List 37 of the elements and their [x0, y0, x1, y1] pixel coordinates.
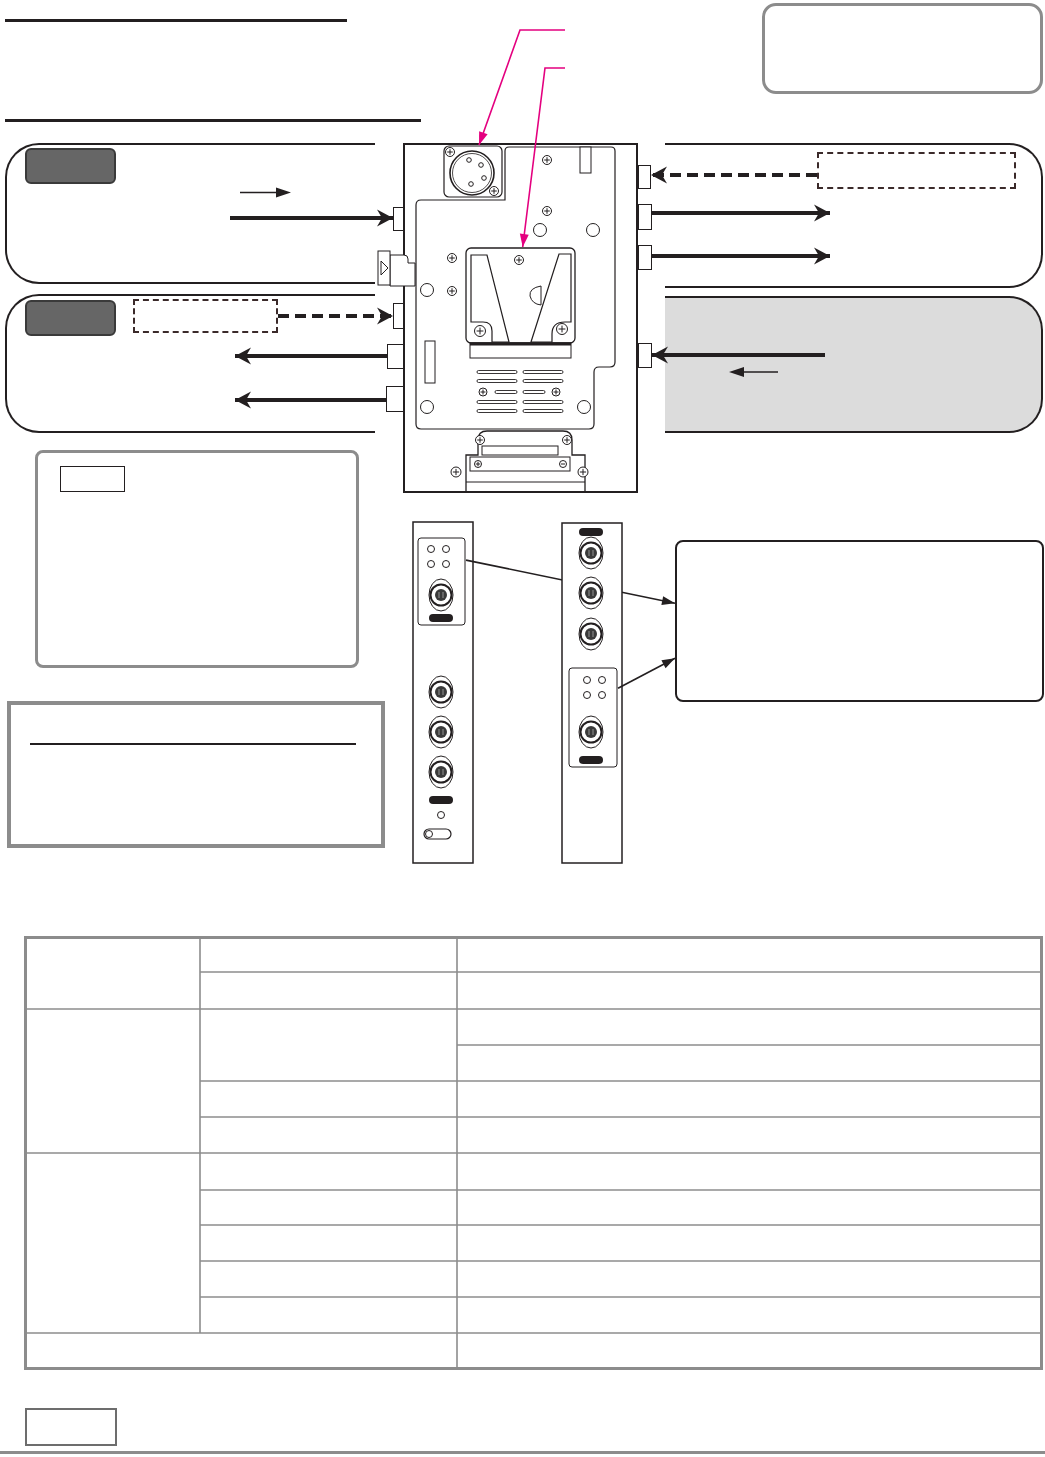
arrow	[617, 657, 676, 689]
arrow	[230, 209, 393, 227]
rounded-frame	[762, 3, 1043, 94]
port-jack	[638, 245, 652, 270]
note-tag	[60, 466, 125, 492]
heading-tag	[25, 148, 116, 184]
info-panel	[7, 701, 385, 848]
arrow	[235, 347, 387, 365]
battery-mount-plate	[465, 247, 576, 359]
port-jack	[638, 165, 651, 189]
note-panel	[35, 450, 359, 668]
heading-tag	[25, 300, 116, 336]
callout-band	[5, 143, 375, 284]
callout-band	[665, 296, 1043, 433]
port-jack	[393, 207, 404, 231]
connector-group	[417, 537, 466, 626]
dashed-frame	[817, 152, 1016, 189]
xlr-connector	[443, 145, 503, 198]
port-jack	[638, 343, 652, 368]
dashed-arrow	[651, 166, 817, 184]
dashed-arrow	[278, 307, 393, 325]
rounded-frame	[675, 540, 1044, 702]
arrow	[652, 247, 830, 265]
leader-line	[478, 29, 566, 146]
connector-group	[568, 667, 618, 768]
dashed-frame	[133, 299, 278, 333]
port-jack	[393, 303, 404, 329]
arrow	[652, 346, 825, 364]
leader-line	[519, 67, 566, 248]
callout-band	[665, 143, 1043, 288]
port-jack	[386, 386, 404, 412]
arrow	[652, 204, 830, 222]
port-jack	[387, 344, 404, 369]
tag-frame	[25, 1408, 117, 1446]
port-jack	[638, 204, 652, 230]
arrow	[235, 391, 386, 409]
callout-band	[5, 294, 375, 433]
